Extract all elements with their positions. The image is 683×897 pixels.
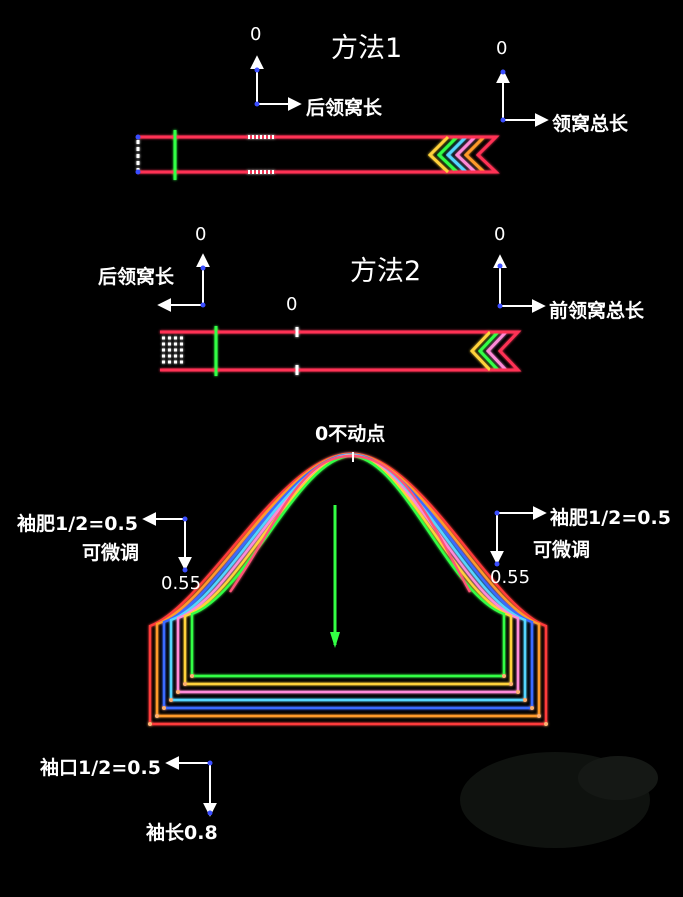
method1-right-label: 领窝总长	[552, 113, 629, 135]
sleeve-size-outline	[176, 453, 520, 694]
right-bicep-value: 0.55	[490, 567, 531, 588]
sleeve-corner-point	[148, 722, 152, 726]
method1-right-axes	[496, 69, 549, 127]
method1-band-point	[135, 169, 141, 175]
sleeve-corner-point	[169, 698, 173, 702]
sleeve-corner-point	[155, 714, 159, 718]
method2-left-up-point	[200, 265, 206, 271]
sleeve-corner-point	[523, 698, 527, 702]
method2-left-origin-point	[200, 302, 206, 308]
method2-right-label: 前领窝总长	[549, 300, 645, 322]
sleeve-length-label: 袖长0.8	[146, 822, 218, 844]
method1-left-up-point	[254, 67, 260, 73]
method2-right-origin-point	[497, 303, 503, 309]
right-bicep-arrows	[490, 506, 547, 565]
right-adjust-label: 可微调	[533, 539, 591, 561]
method1-left-zero: 0	[250, 24, 262, 45]
method2-right-zero: 0	[494, 224, 506, 245]
method2-left-label: 后领窝长	[98, 266, 175, 288]
method1-band-point	[135, 134, 141, 140]
method2-left-axes	[157, 253, 210, 312]
method1-right-zero: 0	[496, 38, 508, 59]
left-adjust-label: 可微调	[82, 542, 140, 564]
sleeve-size-outline	[183, 454, 513, 686]
method2-right-axes	[493, 254, 546, 313]
sleeve-corner-point	[502, 674, 506, 678]
sleeve-corner-point	[509, 682, 513, 686]
cuff-point	[207, 760, 213, 766]
method1-left-label: 后领窝长	[306, 97, 383, 119]
cuff-arrows	[165, 756, 217, 817]
sleeve-crown-curve	[229, 454, 472, 593]
sleeve-corner-point	[537, 714, 541, 718]
method1-left-origin-point	[254, 101, 260, 107]
left-bicep-value: 0.55	[161, 573, 202, 594]
method1-band	[136, 130, 500, 180]
background-smear	[460, 752, 658, 848]
cuff-point	[207, 810, 213, 816]
method2-title: 方法2	[350, 256, 422, 287]
right-bicep-point	[494, 561, 500, 567]
cuff-label: 袖口1/2=0.5	[40, 757, 161, 779]
sleeve-corner-point	[544, 722, 548, 726]
sleeve-corner-point	[162, 706, 166, 710]
center-grain-arrow	[330, 505, 340, 648]
sleeve-fixed-point-label: 0不动点	[315, 423, 386, 445]
sleeve-corner-point	[530, 706, 534, 710]
sleeve-corner-point	[176, 690, 180, 694]
left-bicep-arrows	[142, 512, 192, 571]
left-bicep-label: 袖肥1/2=0.5	[17, 513, 138, 535]
left-bicep-point	[182, 567, 188, 573]
method2-band	[160, 326, 522, 376]
method1-title: 方法1	[331, 33, 403, 64]
method1-left-axes	[250, 55, 302, 111]
method1-right-origin-point	[500, 117, 506, 123]
method2-right-up-point	[497, 263, 503, 269]
method2-mid-zero: 0	[286, 294, 298, 315]
method2-left-zero: 0	[195, 224, 207, 245]
right-bicep-label: 袖肥1/2=0.5	[550, 507, 671, 529]
left-bicep-point	[182, 516, 188, 522]
sleeve-corner-point	[516, 690, 520, 694]
right-bicep-point	[494, 510, 500, 516]
method1-right-up-point	[500, 69, 506, 75]
sleeve-corner-point	[183, 682, 187, 686]
sleeve-corner-point	[190, 674, 194, 678]
sleeve-pattern	[148, 452, 548, 726]
